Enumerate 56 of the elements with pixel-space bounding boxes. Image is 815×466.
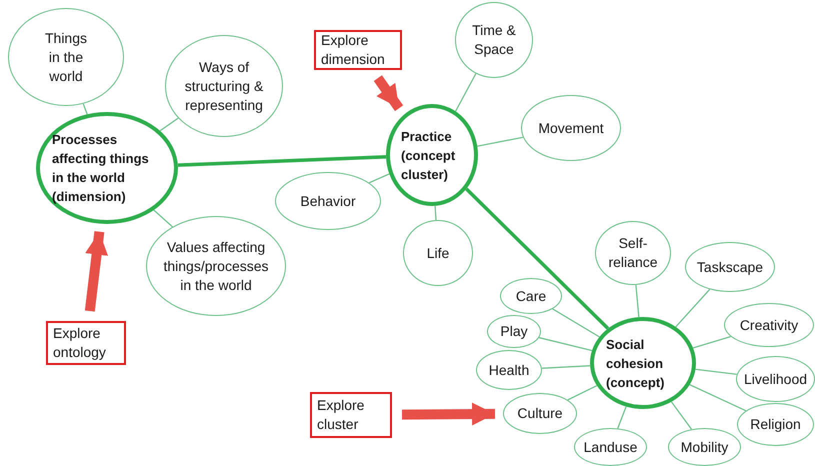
connector-line <box>692 336 731 348</box>
block-arrow <box>84 231 108 312</box>
node-label: Self-reliance <box>607 234 659 272</box>
concept-ellipse <box>668 428 741 466</box>
node-label: Movement <box>538 118 604 138</box>
note-box <box>310 392 392 438</box>
node-label: Mobility <box>680 438 728 456</box>
node-label: Values affecting things/processes in the world <box>162 238 270 294</box>
connector-line <box>689 384 746 412</box>
connector-line <box>455 73 476 112</box>
connector-line <box>695 368 737 375</box>
concept-ellipse <box>503 393 577 434</box>
connector-line <box>465 188 610 330</box>
node-label: Things in the world <box>44 28 88 86</box>
connector-line <box>552 308 600 338</box>
connector-line <box>178 155 386 167</box>
connector-line <box>567 385 598 400</box>
block-arrow <box>402 402 496 426</box>
note-box <box>46 321 126 365</box>
node-label: Ways of structuring & representing <box>184 58 264 114</box>
connector-line <box>617 406 627 429</box>
node-label: Taskscape <box>696 258 764 276</box>
node-label: Explore cluster <box>317 396 366 434</box>
concept-ellipse <box>736 356 815 402</box>
connector-line <box>670 401 692 430</box>
node-label: Play <box>500 322 528 341</box>
concept-ellipse <box>487 315 541 348</box>
node-label: Health <box>488 360 530 380</box>
connector-line <box>635 284 640 318</box>
node-label: Explore dimension <box>321 31 386 69</box>
connector-line <box>160 118 179 132</box>
concept-ellipse <box>737 403 814 446</box>
connector-line <box>542 365 590 369</box>
block-arrow <box>374 75 404 112</box>
node-label: Religion <box>750 415 801 434</box>
node-label: Creativity <box>740 316 798 334</box>
node-label: Landuse <box>584 438 638 456</box>
connector-line <box>477 136 524 147</box>
node-label: Explore ontology <box>53 324 107 362</box>
node-label: Care <box>516 286 546 306</box>
connector-line <box>368 173 390 184</box>
node-label: Processes affecting things in the world (dimension) <box>52 131 150 206</box>
connector-line <box>153 210 173 228</box>
node-label: Behavior <box>300 192 356 210</box>
node-label: Social cohesion (concept) <box>606 336 666 392</box>
node-label: Practice (concept cluster) <box>401 128 456 184</box>
node-label: Livelihood <box>744 370 808 388</box>
node-label: Culture <box>517 404 563 423</box>
connector-line <box>82 104 88 114</box>
connector-line <box>538 337 592 352</box>
connector-line <box>434 206 437 220</box>
connector-line <box>675 288 710 328</box>
node-label: Life <box>426 244 450 262</box>
concept-ellipse <box>500 278 562 314</box>
node-label: Time & Space <box>471 21 517 59</box>
note-box <box>314 30 402 70</box>
